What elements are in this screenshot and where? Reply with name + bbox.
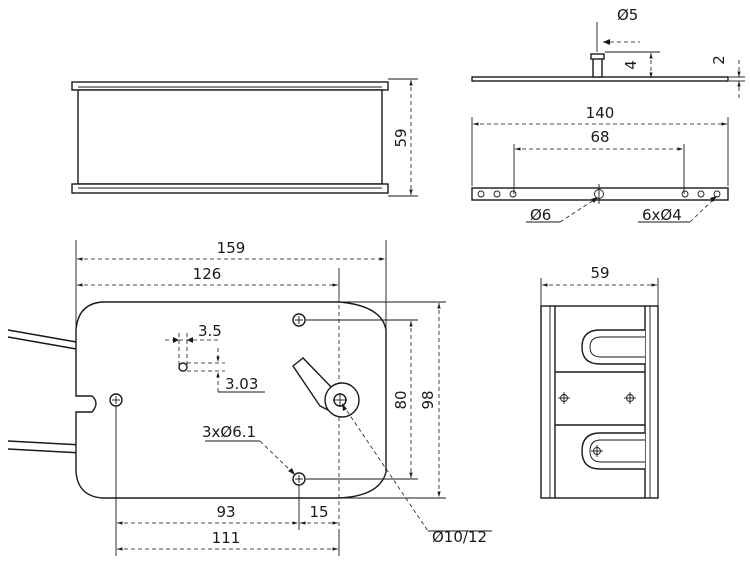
dim-hole-height: 80	[392, 390, 410, 409]
dim-hole-dist-a: 93	[216, 503, 235, 521]
dim-overall-length: 159	[217, 239, 246, 257]
dim-spindle: Ø10/12	[432, 528, 487, 546]
dim-shaft-length: 4	[622, 60, 640, 70]
plate-top-view: 140 68 Ø6 6xØ4	[471, 104, 729, 224]
dim-center-hole: Ø6	[530, 206, 551, 224]
dim-plate-length: 140	[586, 104, 615, 122]
dim-offset-x: 3.5	[198, 322, 222, 340]
top-side-view: 59	[71, 78, 418, 197]
dim-body-length: 126	[193, 265, 222, 283]
side-bracket-view: 59	[540, 264, 659, 499]
dim-side-width: 59	[590, 264, 609, 282]
dim-plate-thickness: 2	[710, 55, 728, 65]
main-front-view: 159 126 3.5 3.03 3xØ6.1 80 98 93	[7, 239, 492, 556]
plate-shaft-view: Ø5 4 2	[471, 6, 745, 98]
dim-offset-y: 3.03	[225, 375, 258, 393]
dim-hole-dist-b: 15	[309, 503, 328, 521]
dim-holes: 3xØ6.1	[202, 423, 256, 441]
dim-mount-holes: 6xØ4	[642, 206, 682, 224]
dim-body-height: 98	[419, 390, 437, 409]
dim-hole-dist-c: 111	[212, 529, 241, 547]
dim-shaft-diameter: Ø5	[617, 6, 638, 24]
dim-top-height: 59	[392, 128, 410, 147]
dim-hole-spacing: 68	[590, 128, 609, 146]
